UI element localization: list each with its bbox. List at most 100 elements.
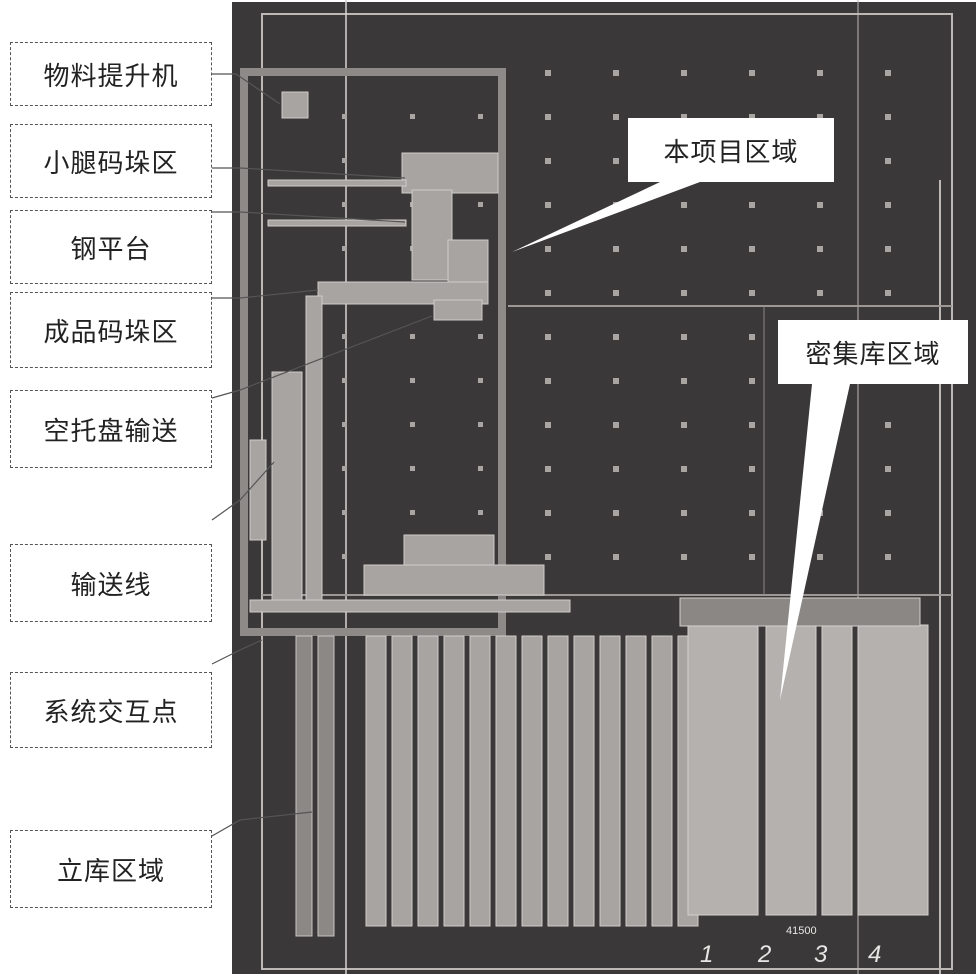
rack-aisle	[365, 635, 387, 927]
rack-aisle	[417, 635, 439, 927]
column-dot	[613, 510, 619, 516]
column-dot	[681, 70, 687, 76]
label-asrs-area: 立库区域	[10, 830, 212, 908]
column-dot	[342, 422, 347, 427]
column-dot	[817, 114, 823, 120]
column-dot	[681, 466, 687, 472]
column-dot	[613, 422, 619, 428]
label-dense-storage: 密集库区域	[778, 320, 968, 384]
lane-number-1: 1	[700, 941, 713, 968]
dimension-label: 41500	[786, 925, 817, 937]
column-dot	[545, 378, 551, 384]
column-dot	[613, 70, 619, 76]
rack-aisle	[599, 635, 621, 927]
column-dot	[681, 422, 687, 428]
column-dot	[410, 114, 415, 119]
column-dot	[613, 378, 619, 384]
column-dot	[478, 510, 483, 515]
column-dot	[885, 554, 891, 560]
column-dot	[885, 70, 891, 76]
column-dot	[342, 246, 347, 251]
column-dot	[342, 510, 347, 515]
column-grid	[342, 70, 891, 560]
label-small-leg-stack: 小腿码垛区	[10, 124, 212, 198]
column-dot	[545, 114, 551, 120]
column-dot	[342, 114, 347, 119]
project-equipment	[249, 91, 571, 613]
rack-aisle	[295, 635, 313, 937]
column-dot	[410, 334, 415, 339]
column-dot	[545, 158, 551, 164]
rack-aisle	[573, 635, 595, 927]
column-dot	[749, 510, 755, 516]
column-dot	[749, 202, 755, 208]
rack-aisle	[625, 635, 647, 927]
column-dot	[885, 246, 891, 252]
column-dot	[749, 554, 755, 560]
column-dot	[545, 466, 551, 472]
leader-lines	[211, 73, 433, 837]
rack-aisle	[443, 635, 465, 927]
column-dot	[613, 158, 619, 164]
column-dot	[613, 466, 619, 472]
rack-aisle	[651, 635, 673, 927]
column-dot	[478, 378, 483, 383]
column-dot	[681, 114, 687, 120]
column-dot	[545, 334, 551, 340]
column-dot	[545, 554, 551, 560]
column-dot	[885, 290, 891, 296]
column-dot	[681, 290, 687, 296]
label-material-lift: 物料提升机	[10, 42, 212, 106]
column-dot	[681, 378, 687, 384]
rack-aisle	[317, 635, 335, 937]
dense-storage-blocks	[679, 597, 929, 916]
column-dot	[749, 466, 755, 472]
label-empty-pallet: 空托盘输送	[10, 390, 212, 468]
column-dot	[817, 554, 823, 560]
column-dot	[342, 466, 347, 471]
label-steel-platform: 钢平台	[10, 210, 212, 284]
column-dot	[681, 246, 687, 252]
column-dot	[749, 378, 755, 384]
label-finished-stack: 成品码垛区	[10, 292, 212, 368]
column-dot	[613, 334, 619, 340]
lane-number-3: 3	[814, 941, 828, 968]
label-conveyor-line: 输送线	[10, 544, 212, 622]
column-dot	[545, 246, 551, 252]
column-dot	[545, 202, 551, 208]
column-dot	[817, 202, 823, 208]
column-dot	[478, 334, 483, 339]
rack-aisle	[521, 635, 543, 927]
column-dot	[681, 334, 687, 340]
rack-aisle	[469, 635, 491, 927]
column-dot	[613, 554, 619, 560]
column-dot	[342, 158, 347, 163]
column-dot	[342, 334, 347, 339]
column-dot	[817, 70, 823, 76]
column-dot	[885, 158, 891, 164]
column-dot	[681, 554, 687, 560]
column-dot	[545, 290, 551, 296]
column-dot	[681, 202, 687, 208]
rack-aisle	[495, 635, 517, 927]
column-dot	[613, 246, 619, 252]
column-dot	[410, 378, 415, 383]
column-dot	[342, 378, 347, 383]
column-dot	[478, 422, 483, 427]
rack-aisle	[391, 635, 413, 927]
column-dot	[613, 114, 619, 120]
column-dot	[410, 466, 415, 471]
column-dot	[749, 422, 755, 428]
dense-storage-pointer	[780, 384, 850, 700]
label-interaction-point: 系统交互点	[10, 672, 212, 748]
column-dot	[545, 70, 551, 76]
lane-number-4: 4	[868, 941, 881, 968]
project-area-pointer	[512, 182, 700, 252]
column-dot	[749, 70, 755, 76]
column-dot	[885, 202, 891, 208]
column-dot	[478, 114, 483, 119]
column-dot	[749, 114, 755, 120]
column-dot	[478, 202, 483, 207]
column-dot	[342, 202, 347, 207]
